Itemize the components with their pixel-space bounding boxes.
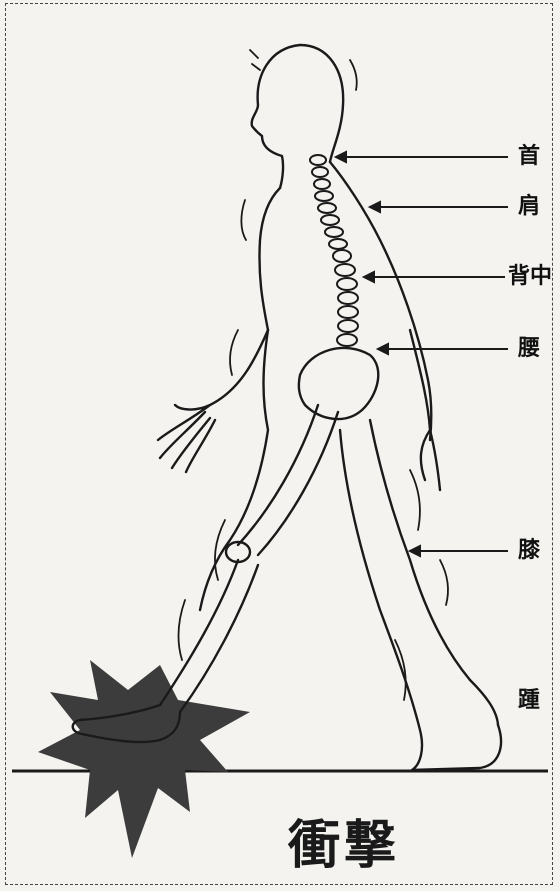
label-knee: 膝 bbox=[518, 540, 540, 562]
label-back: 背中 bbox=[508, 266, 552, 288]
head-back bbox=[300, 45, 343, 162]
impact-label: 衝撃 bbox=[288, 816, 400, 876]
front-tibia bbox=[160, 560, 258, 712]
rear-arm bbox=[410, 330, 440, 490]
pelvis bbox=[299, 348, 378, 419]
label-neck: 首 bbox=[518, 146, 540, 168]
rear-calf bbox=[470, 680, 498, 725]
label-heel: 踵 bbox=[518, 690, 540, 712]
front-femur bbox=[238, 405, 338, 555]
impact-burst bbox=[38, 660, 250, 858]
forward-arm bbox=[158, 330, 268, 472]
rear-leg-back bbox=[340, 430, 501, 770]
torso-front bbox=[259, 188, 280, 330]
label-shoulder: 肩 bbox=[518, 196, 540, 218]
head-outline bbox=[252, 45, 300, 188]
label-waist: 腰 bbox=[518, 338, 540, 360]
spine bbox=[310, 155, 358, 346]
